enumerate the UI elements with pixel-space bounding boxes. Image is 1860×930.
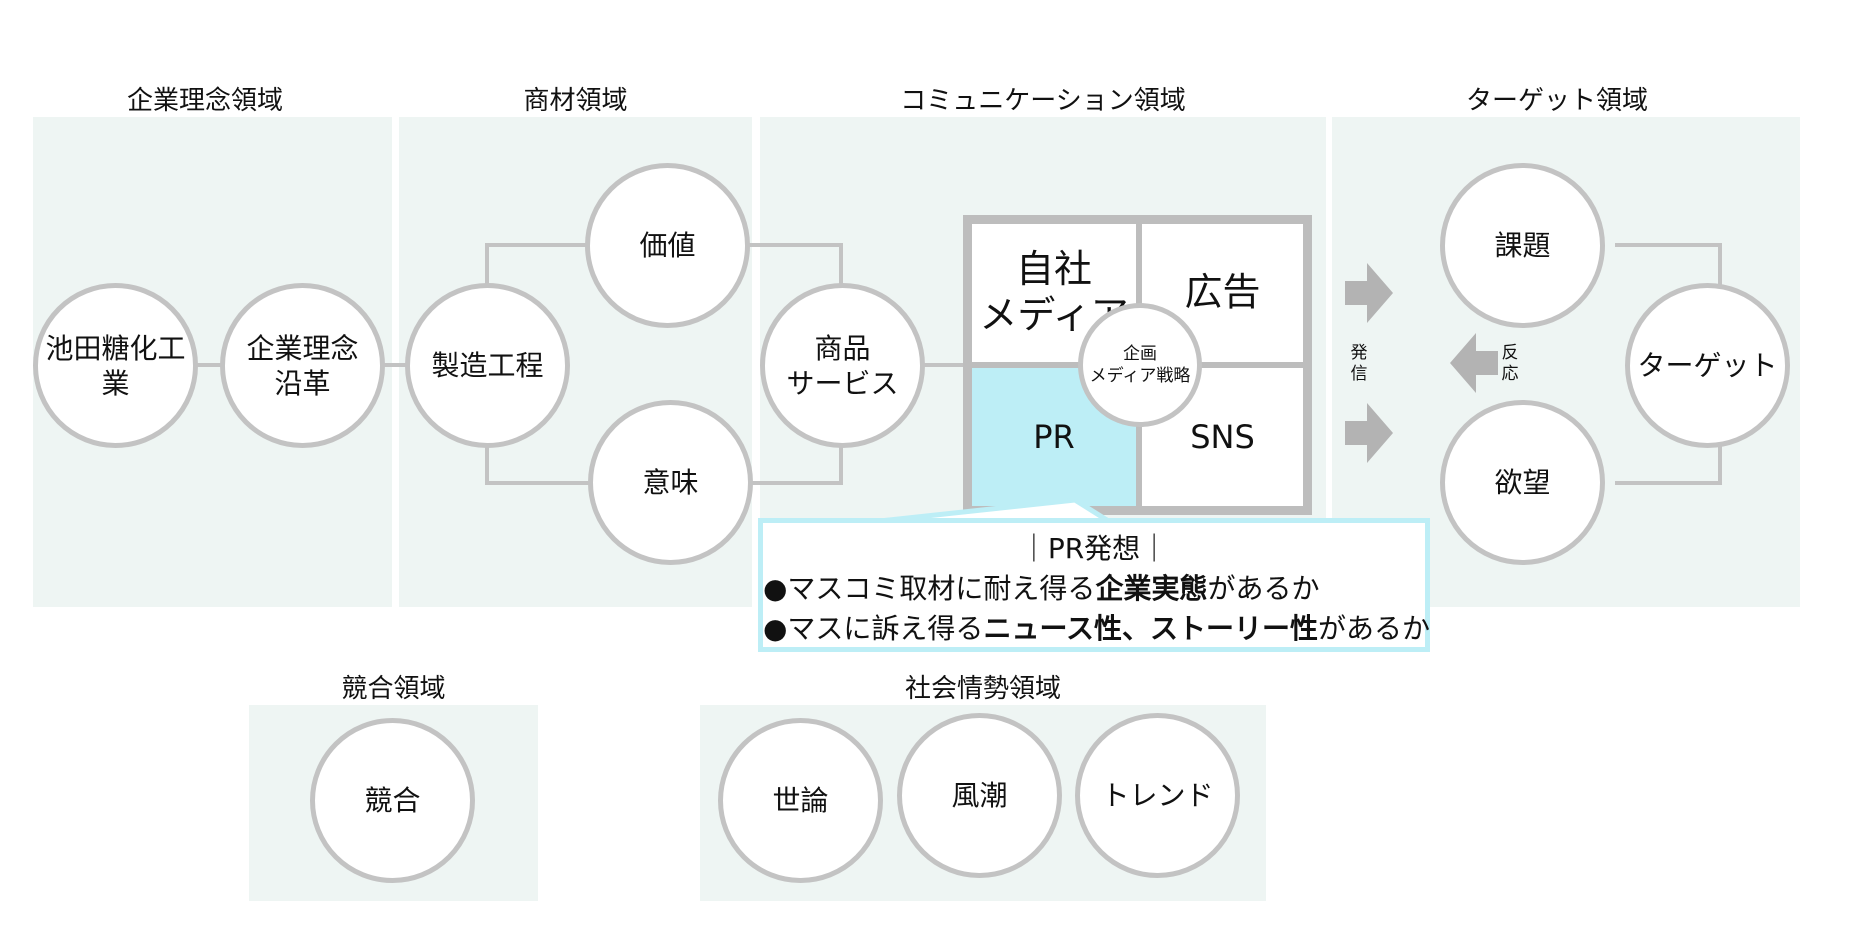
node-meaning: 意味 <box>588 400 753 565</box>
callout-line-1-bold: 企業実態 <box>1095 572 1208 605</box>
node-trend: トレンド <box>1075 713 1240 878</box>
node-target: ターゲット <box>1625 283 1790 448</box>
response-arrow <box>1450 333 1498 393</box>
region-title-product: 商材領域 <box>523 86 628 116</box>
node-company: 池田糖化工業 <box>33 283 198 448</box>
region-title-competition: 競合領域 <box>341 674 446 704</box>
pr-callout: ｜PR発想｜ ●マスコミ取材に耐え得る企業実態があるか ●マスに訴え得るニュース… <box>758 518 1430 652</box>
region-title-corporate: 企業理念領域 <box>126 86 283 116</box>
send-arrow-upper <box>1345 263 1393 323</box>
node-public-opinion: 世論 <box>718 718 883 883</box>
region-title-communication: コミュニケーション領域 <box>900 86 1186 116</box>
callout-line-2: ●マスに訴え得るニュース性、ストーリー性があるか <box>763 607 1430 647</box>
callout-line-2-post: があるか <box>1318 612 1431 645</box>
region-title-target: ターゲット領域 <box>1465 86 1648 116</box>
node-philosophy: 企業理念 沿革 <box>220 283 385 448</box>
callout-title: ｜PR発想｜ <box>1019 532 1169 565</box>
node-value: 価値 <box>585 163 750 328</box>
node-issue: 課題 <box>1440 163 1605 328</box>
send-arrow-lower <box>1345 403 1393 463</box>
callout-line-1-post: があるか <box>1207 572 1320 605</box>
node-manufacturing: 製造工程 <box>405 283 570 448</box>
callout-line-1: ●マスコミ取材に耐え得る企業実態があるか <box>763 567 1319 607</box>
callout-line-1-pre: ●マスコミ取材に耐え得る <box>763 572 1096 605</box>
node-media-strategy: 企画 メディア戦略 <box>1078 303 1202 427</box>
cell-sns: SNS <box>1142 368 1303 506</box>
node-competitor: 競合 <box>310 718 475 883</box>
node-trend-mood: 風潮 <box>897 713 1062 878</box>
callout-line-2-bold: ニュース性、ストーリー性 <box>983 612 1319 645</box>
node-desire: 欲望 <box>1440 400 1605 565</box>
region-title-society: 社会情勢領域 <box>904 674 1061 704</box>
response-label: 反 応 <box>1501 343 1519 385</box>
node-product: 商品 サービス <box>760 283 925 448</box>
callout-line-2-pre: ●マスに訴え得る <box>763 612 984 645</box>
send-label: 発 信 <box>1350 343 1368 385</box>
